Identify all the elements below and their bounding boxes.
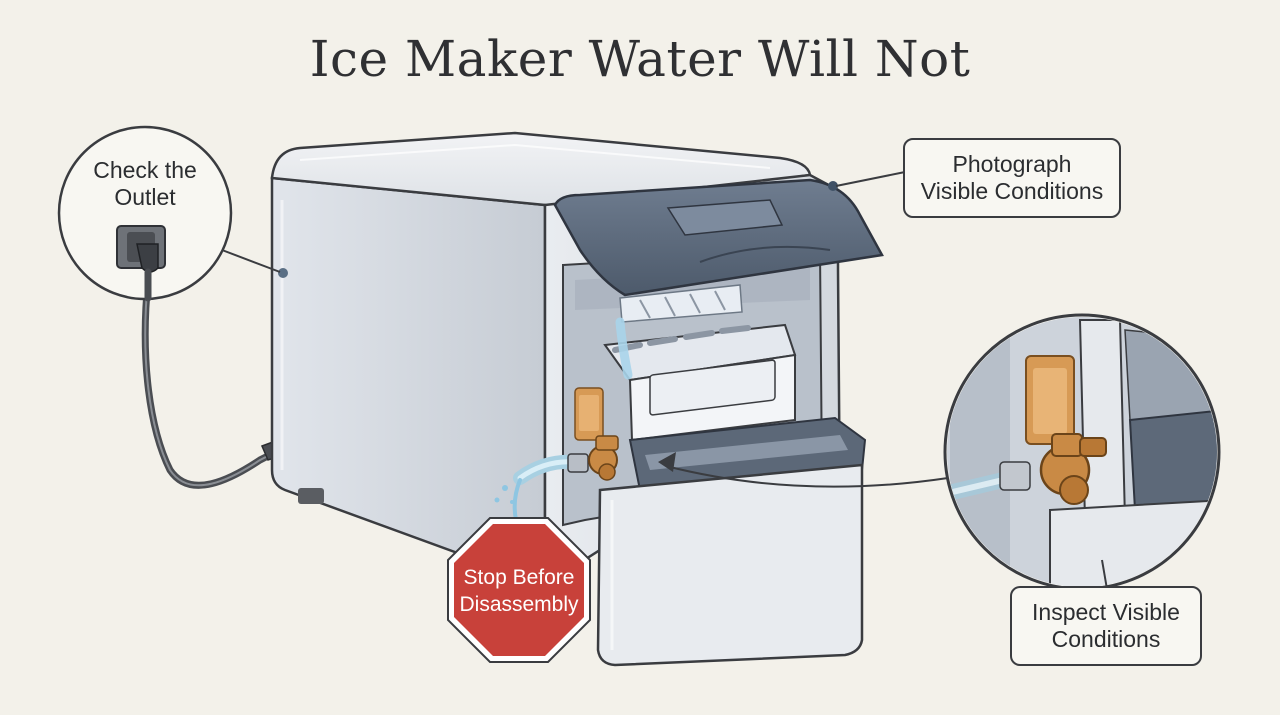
callout-line: Inspect Visible (1032, 599, 1180, 625)
callout-line: Check the (93, 157, 197, 183)
water-leak-drips (494, 478, 522, 522)
callout-line: Visible Conditions (920, 178, 1104, 204)
magnifier-inset-icon (943, 313, 1221, 596)
water-valve-icon (513, 387, 619, 485)
arrow-head (658, 452, 676, 472)
stop-sign-text: Stop Before Disassembly (449, 564, 589, 618)
callout-inspect (1010, 586, 1202, 666)
lid-rivet (828, 181, 838, 191)
outlet-callout-circle (57, 125, 233, 302)
callout-check-outlet: Check the Outlet (70, 157, 220, 211)
callout-line: Outlet (114, 184, 176, 210)
plug-icon (116, 225, 166, 302)
leader-lines (221, 171, 949, 488)
callout-line: Conditions (1051, 626, 1161, 652)
stop-line: Stop Before (463, 566, 575, 589)
lid (553, 178, 884, 297)
stop-sign-icon (447, 517, 591, 663)
stop-line: Disassembly (459, 593, 579, 616)
callout-photograph-text: Photograph Visible Conditions (905, 151, 1119, 205)
callout-line: Photograph (952, 151, 1072, 177)
page-title: Ice Maker Water Will Not (309, 30, 971, 88)
callout-photograph (903, 138, 1121, 218)
ice-basket (596, 416, 867, 667)
callout-inspect-text: Inspect Visible Conditions (1012, 599, 1200, 653)
ice-tray (603, 323, 797, 442)
side-rivet (278, 268, 288, 278)
